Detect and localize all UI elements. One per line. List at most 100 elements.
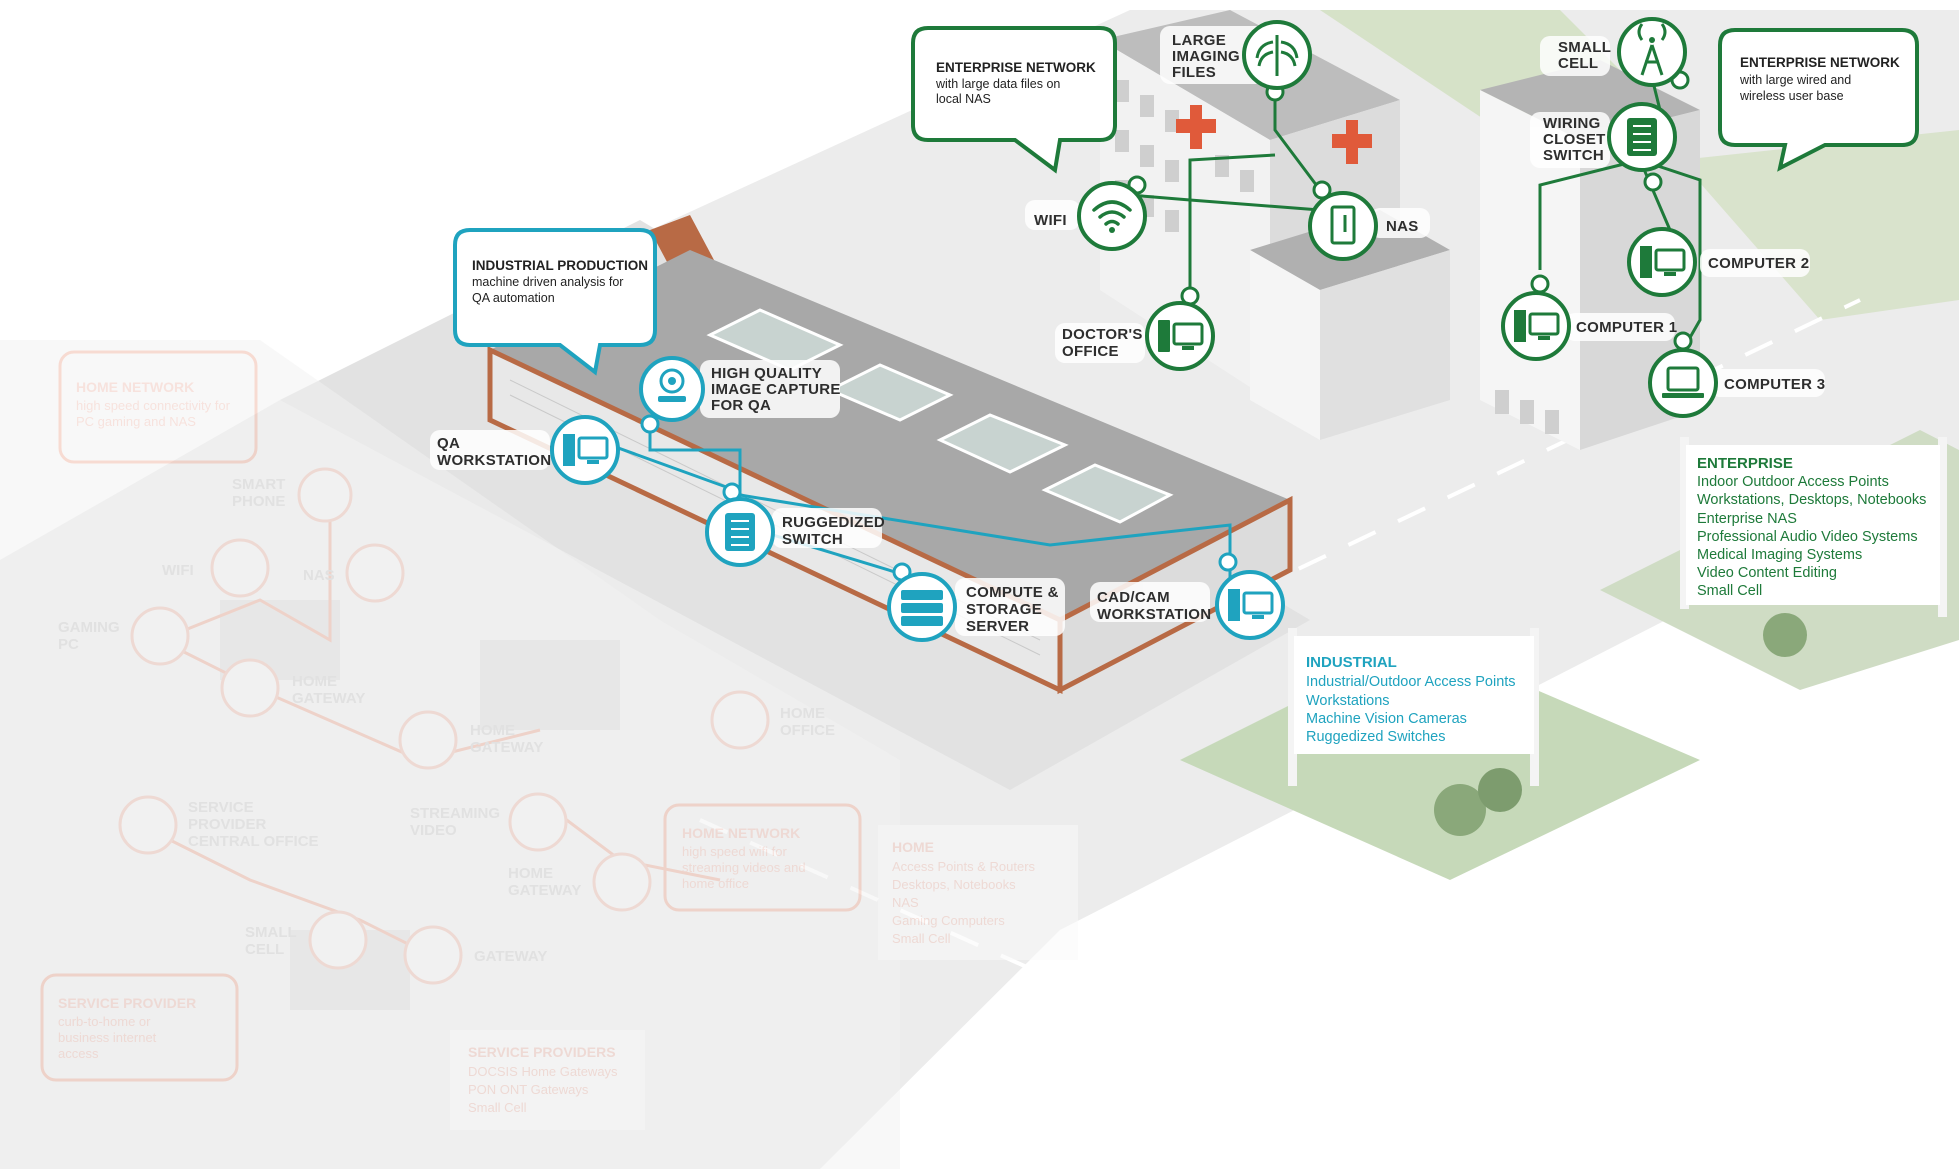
- enterprise-callout-right-line: with large wired and: [1739, 73, 1851, 87]
- label-gaming-pc: PC: [58, 636, 79, 653]
- central-office-icon: [118, 795, 178, 855]
- notebook-icon: [1662, 366, 1704, 398]
- label-home-office: OFFICE: [780, 722, 835, 739]
- wifi-icon: [210, 538, 270, 598]
- label-image-capture: HIGH QUALITY: [711, 365, 822, 382]
- nas-icon: [1330, 205, 1356, 245]
- enterprise-callout-left-line: local NAS: [936, 92, 991, 106]
- home-area-faded: HOME NETWORK high speed connectivity for…: [0, 340, 1078, 1169]
- home-gateway-icon: [592, 852, 652, 912]
- label-wiring-closet: WIRING: [1543, 115, 1601, 132]
- label-image-capture: FOR QA: [711, 397, 771, 414]
- home-gateway-icon: [220, 658, 280, 718]
- label-small-cell: SMALL: [245, 924, 297, 941]
- label-gaming-pc: GAMING: [58, 619, 120, 636]
- node-nas: NAS: [1308, 191, 1419, 261]
- node-small-cell: SMALL CELL: [1558, 17, 1687, 87]
- enterprise-panel-item: Indoor Outdoor Access Points: [1697, 474, 1889, 490]
- label-cadcam-workstation: CAD/CAM: [1097, 589, 1170, 606]
- home-panel-title: HOME: [892, 839, 934, 855]
- home-panel: HOME Access Points & Routers Desktops, N…: [878, 825, 1078, 960]
- node-qa-workstation: QA WORKSTATION: [437, 415, 620, 485]
- label-home-gateway: GATEWAY: [470, 739, 543, 756]
- node-computer-3: COMPUTER 3: [1648, 348, 1825, 418]
- label-home-gateway: HOME: [470, 722, 515, 739]
- nas-icon: [345, 543, 405, 603]
- wifi-icon: [1092, 200, 1132, 226]
- node-computer-1: COMPUTER 1: [1501, 291, 1677, 361]
- node-computer-2: COMPUTER 2: [1627, 227, 1809, 297]
- smart-phone-icon: [297, 467, 353, 523]
- tree: [1434, 784, 1486, 836]
- label-smart-phone: PHONE: [232, 493, 285, 510]
- enterprise-callout-right-line: wireless user base: [1739, 89, 1844, 103]
- industrial-panel: INDUSTRIAL Industrial/Outdoor Access Poi…: [1288, 628, 1539, 786]
- enterprise-callout-right-title: ENTERPRISE NETWORK: [1740, 55, 1900, 70]
- service-providers-panel-item: PON ONT Gateways: [468, 1082, 589, 1097]
- home-callout-1-line: PC gaming and NAS: [76, 414, 196, 429]
- desktop-computer-icon: [1640, 246, 1686, 278]
- desktop-computer-icon: [1228, 589, 1274, 621]
- enterprise-panel-item: Video Content Editing: [1697, 565, 1837, 581]
- home-panel-item: Small Cell: [892, 931, 951, 946]
- home-office-icon: [710, 690, 770, 750]
- label-home-gateway: HOME: [292, 673, 337, 690]
- home-panel-item: Access Points & Routers: [892, 859, 1036, 874]
- home-callout-2-line: high speed wifi for: [682, 844, 787, 859]
- enterprise-panel-item: Workstations, Desktops, Notebooks: [1697, 492, 1926, 508]
- enterprise-panel-item: Small Cell: [1697, 583, 1762, 599]
- label-streaming-video: VIDEO: [410, 822, 457, 839]
- switch-icon: [1627, 118, 1657, 156]
- home-panel-item: Gaming Computers: [892, 913, 1005, 928]
- label-home-gateway: GATEWAY: [292, 690, 365, 707]
- switch-icon: [725, 513, 755, 551]
- label-small-cell: CELL: [1558, 55, 1598, 72]
- server-icon: [901, 590, 943, 626]
- desktop-computer-icon: [563, 434, 609, 466]
- node-compute-storage-server: COMPUTE & STORAGE SERVER: [887, 572, 1058, 642]
- home-callout-1: HOME NETWORK high speed connectivity for…: [58, 350, 258, 464]
- home-callout-1-title: HOME NETWORK: [76, 379, 194, 395]
- node-large-imaging-files: LARGE IMAGING FILES: [1172, 20, 1312, 90]
- home-callout-2: HOME NETWORK high speed wifi for streami…: [663, 803, 862, 912]
- home-panel-item: Desktops, Notebooks: [892, 877, 1016, 892]
- label-smart-phone: SMART: [232, 476, 285, 493]
- tree: [1763, 613, 1807, 657]
- service-provider-callout-line: curb-to-home or: [58, 1014, 151, 1029]
- desktop-computer-icon: [1158, 320, 1204, 352]
- label-central-office: SERVICE: [188, 799, 254, 816]
- industrial-panel-title: INDUSTRIAL: [1306, 654, 1397, 671]
- label-gateway: GATEWAY: [474, 948, 547, 965]
- enterprise-panel-title: ENTERPRISE: [1697, 455, 1793, 472]
- label-qa-workstation: QA: [437, 435, 460, 452]
- gateway-icon: [403, 925, 463, 985]
- home-callout-1-line: high speed connectivity for: [76, 398, 231, 413]
- label-large-imaging: LARGE: [1172, 32, 1226, 49]
- enterprise-panel-item: Professional Audio Video Systems: [1697, 529, 1918, 545]
- industrial-panel-item: Industrial/Outdoor Access Points: [1306, 674, 1516, 690]
- cell-tower-icon: [1637, 23, 1667, 76]
- label-ruggedized-switch: RUGGEDIZED: [782, 514, 885, 531]
- service-providers-panel-title: SERVICE PROVIDERS: [468, 1044, 616, 1060]
- label-wifi: WIFI: [162, 562, 194, 579]
- label-computer-1: COMPUTER 1: [1576, 319, 1677, 336]
- label-nas: NAS: [1386, 218, 1419, 235]
- service-provider-callout: SERVICE PROVIDER curb-to-home or busines…: [40, 973, 239, 1082]
- label-wifi: WIFI: [1034, 212, 1067, 229]
- node-image-capture: HIGH QUALITY IMAGE CAPTURE FOR QA: [639, 356, 840, 422]
- label-wiring-closet: SWITCH: [1543, 147, 1604, 164]
- industrial-callout-title: INDUSTRIAL PRODUCTION: [472, 258, 648, 273]
- label-ruggedized-switch: SWITCH: [782, 531, 843, 548]
- xray-icon: [1255, 35, 1299, 76]
- label-doctors-office: DOCTOR'S: [1062, 326, 1143, 343]
- enterprise-panel-item: Medical Imaging Systems: [1697, 547, 1862, 563]
- service-provider-callout-line: business internet: [58, 1030, 157, 1045]
- home-callout-2-line: streaming videos and: [682, 860, 806, 875]
- label-compute-server: SERVER: [966, 618, 1029, 635]
- label-large-imaging: IMAGING: [1172, 48, 1240, 65]
- label-central-office: CENTRAL OFFICE: [188, 833, 319, 850]
- node-doctors-office: DOCTOR'S OFFICE: [1062, 301, 1215, 371]
- label-small-cell: SMALL: [1558, 39, 1611, 56]
- label-home-gateway: HOME: [508, 865, 553, 882]
